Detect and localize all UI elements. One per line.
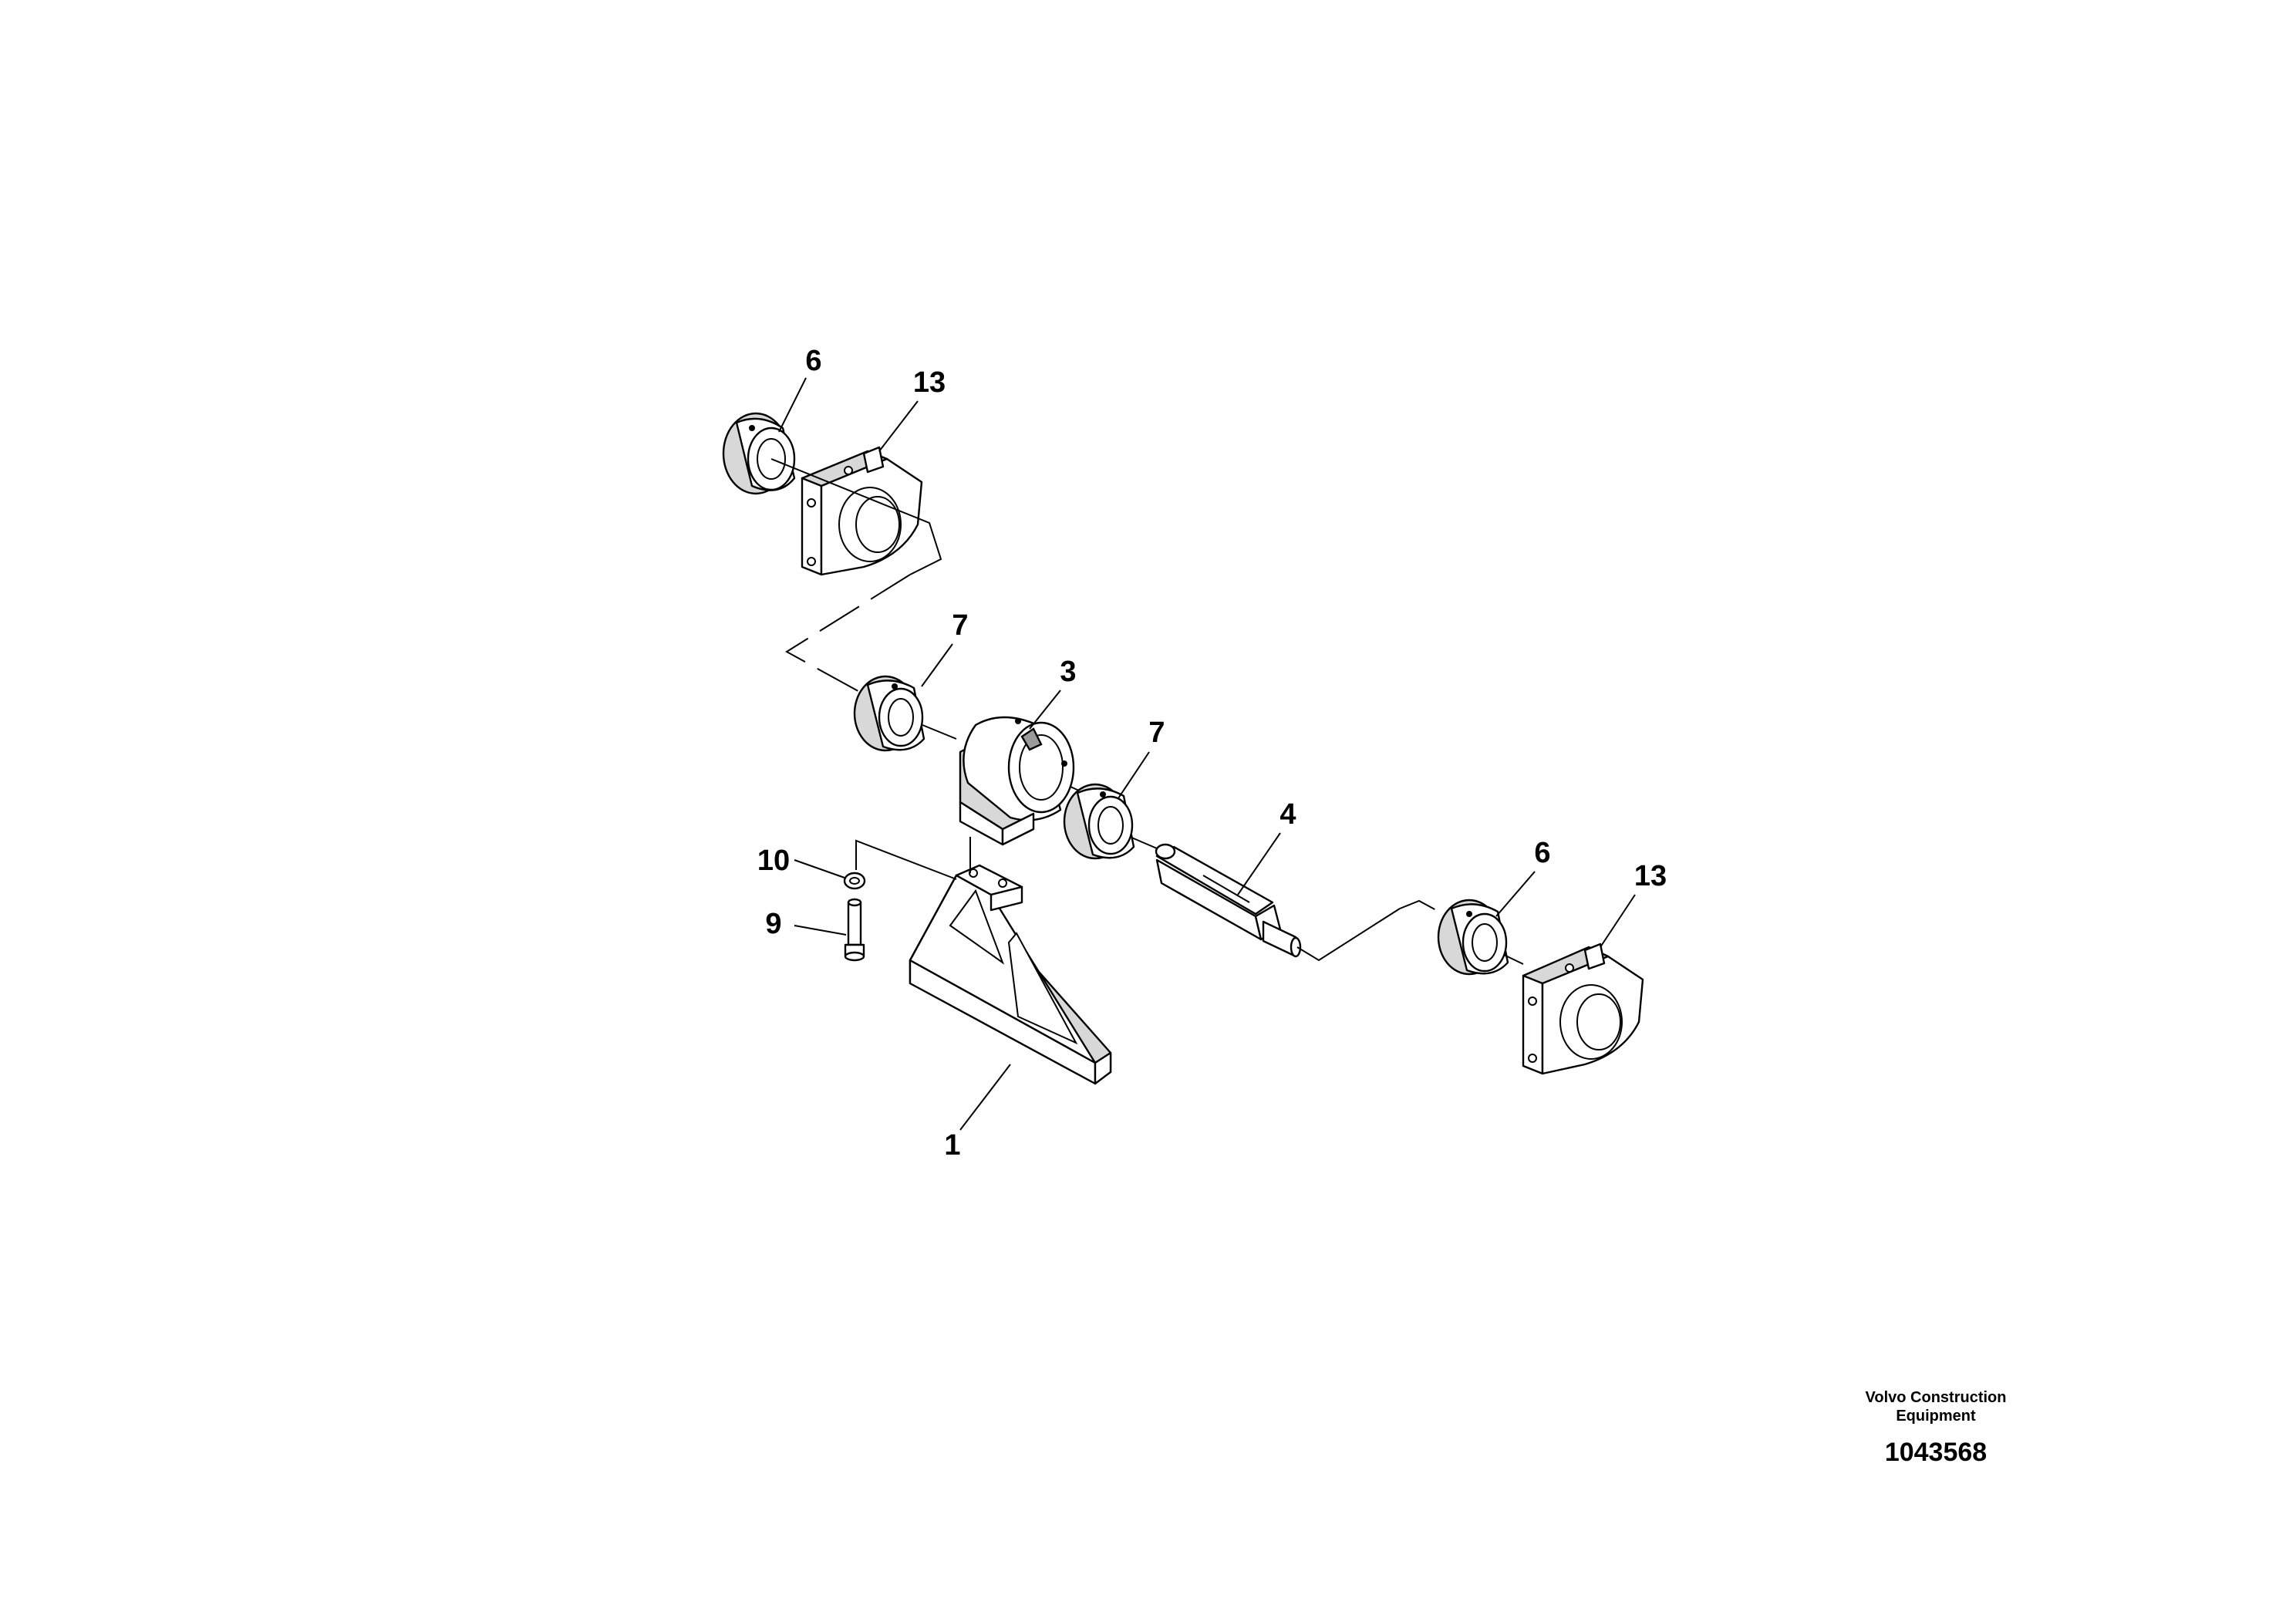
flange-bracket-right-part-13 [1522,943,1644,1075]
company-name-line2: Equipment [1896,1408,1976,1425]
callout-10: 10 [757,845,790,877]
callout-3: 3 [1060,656,1076,688]
leader-7-right [1118,751,1150,799]
leader-3 [1029,690,1061,730]
flange-bracket-top-part-13 [801,446,923,576]
bearing-left-part-7 [853,675,925,752]
shaft-part-4 [1155,843,1302,958]
leader-4 [1237,832,1281,895]
assembly-line-shaft [1296,908,1401,962]
callout-9: 9 [765,908,781,940]
leader-1 [959,1064,1011,1131]
bearing-right-part-7 [1063,783,1135,860]
support-bracket-part-1 [909,864,1112,1085]
assembly-line-bearing-bracket [1503,954,1524,965]
assembly-line-top [770,458,942,575]
callout-4: 4 [1279,798,1296,831]
callout-1: 1 [944,1129,960,1162]
bearing-top-part-6 [722,412,796,495]
washer-part-10 [843,872,866,890]
assembly-line-washer [855,839,957,880]
leader-9 [794,925,847,936]
leader-13-top [878,400,919,452]
callout-7-right: 7 [1148,717,1165,749]
callout-6-top: 6 [805,345,821,377]
leader-13-right [1600,894,1636,948]
drawing-number: 1043568 [1884,1438,1988,1467]
bearing-housing-part-3 [959,716,1075,846]
assembly-line-bearing-shaft [1129,836,1158,849]
callout-6-right: 6 [1534,837,1550,869]
leader-6-top [778,377,807,433]
assembly-line-bearing-housing [922,724,957,740]
leader-7-left [921,643,953,687]
company-name-line1: Volvo Construction [1865,1389,2007,1406]
leader-10 [794,859,845,878]
callout-13-top: 13 [913,366,946,399]
diagram-footer: Volvo Construction Equipment 1043568 [1820,1388,2052,1468]
bearing-right-part-6 [1437,899,1509,976]
callout-13-right: 13 [1634,860,1667,892]
bolt-part-9 [844,898,865,962]
leader-6-right [1495,871,1536,917]
callout-7-left: 7 [952,609,968,642]
